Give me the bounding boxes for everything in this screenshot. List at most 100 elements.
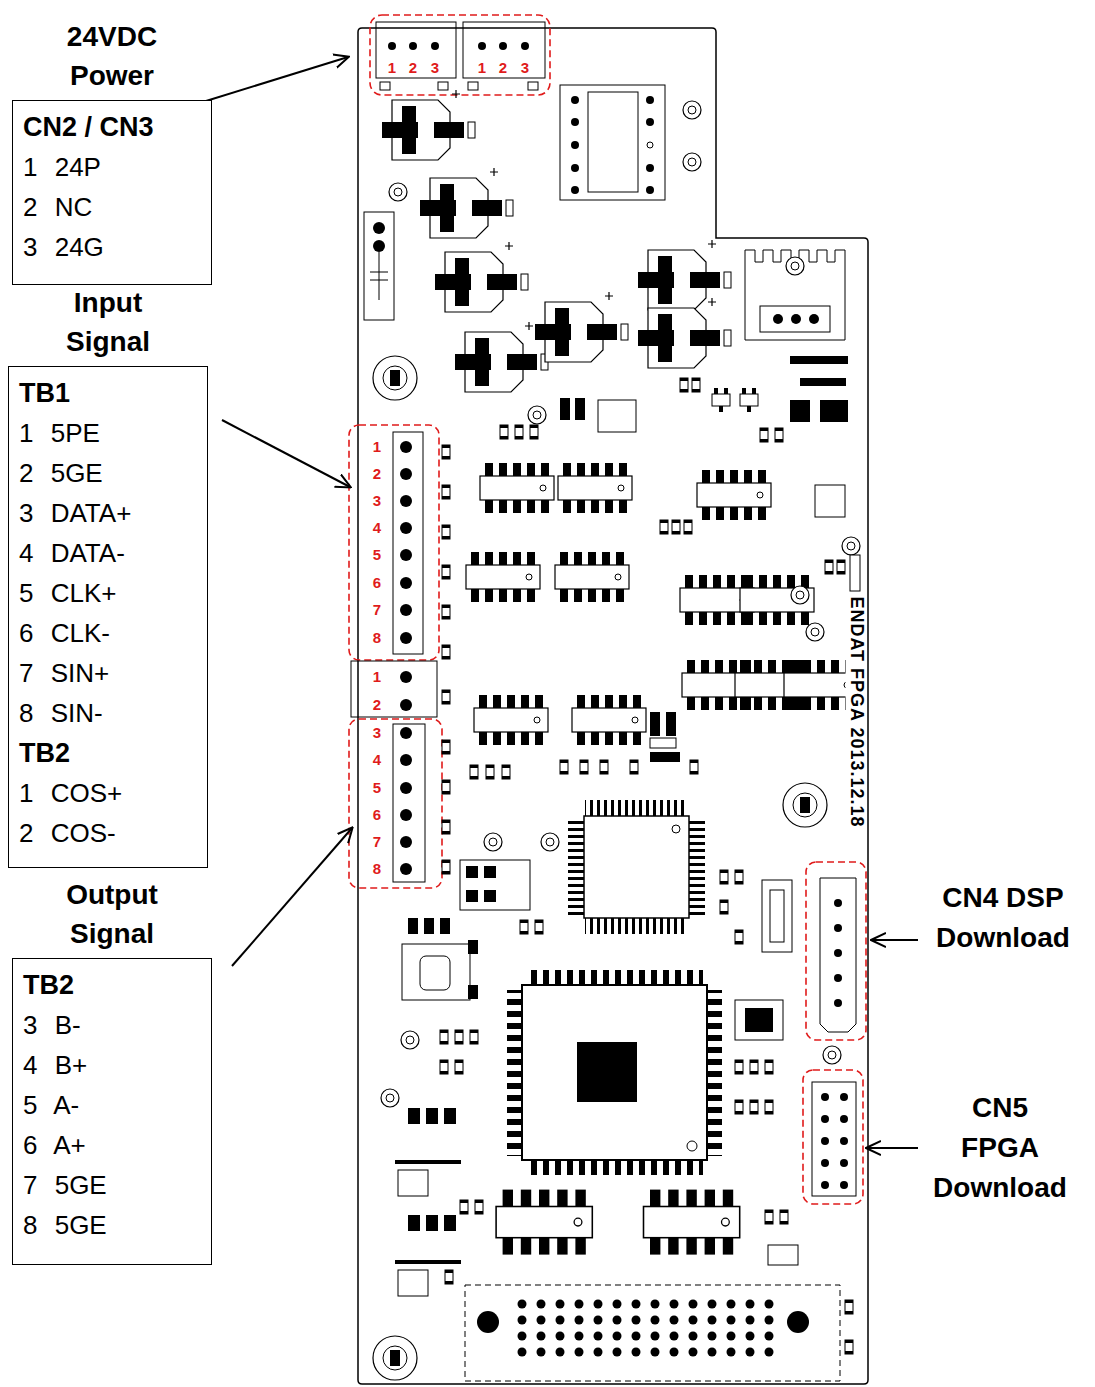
pin-number: 2	[373, 466, 381, 482]
board-graphic	[460, 860, 530, 910]
board-graphic	[585, 800, 687, 816]
board-graphic	[575, 398, 585, 420]
board-graphic	[515, 425, 523, 439]
pin-label: CN2 / CN3	[23, 107, 201, 147]
board-graphic	[689, 818, 705, 916]
board-graphic	[442, 525, 450, 539]
board-graphic	[834, 899, 842, 1007]
board-graphic	[535, 920, 543, 934]
board-graphic	[521, 42, 529, 50]
connector-callout: CN5 FPGA Download	[933, 1088, 1067, 1208]
board-graphic	[520, 920, 528, 934]
board-graphic	[426, 1108, 438, 1124]
pin-number: 1	[373, 439, 381, 455]
pin-label: 6 A+	[23, 1125, 201, 1165]
board-graphic	[444, 1108, 456, 1124]
board-graphic	[484, 833, 502, 851]
board-graphic	[500, 425, 508, 439]
board-graphic	[672, 520, 680, 534]
board-graphic	[834, 999, 842, 1007]
board-graphic	[568, 818, 584, 916]
board-graphic	[478, 42, 486, 50]
board-graphic	[496, 1190, 592, 1255]
board-graphic	[442, 740, 450, 754]
board-graphic	[468, 940, 478, 954]
pin-number: 1	[373, 669, 381, 685]
board-graphic	[821, 1159, 829, 1167]
board-graphic	[444, 1215, 456, 1231]
board-graphic	[351, 661, 437, 717]
pin-label: 7 5GE	[23, 1165, 201, 1205]
board-graphic	[773, 314, 783, 324]
board-graphic	[790, 400, 810, 422]
leader-arrow	[232, 828, 352, 966]
board-graphic	[508, 1298, 774, 1314]
leader-lines	[206, 57, 918, 1148]
group-heading: 24VDC Power	[67, 17, 157, 95]
board-graphic	[687, 1141, 697, 1151]
board-graphic	[364, 212, 394, 320]
board-graphic	[400, 836, 412, 848]
board-graphic	[400, 441, 412, 453]
board-graphic	[666, 712, 676, 736]
board-graphic	[780, 1210, 788, 1224]
board-graphic	[786, 257, 804, 275]
board-graphic	[442, 820, 450, 834]
board-graphic	[402, 944, 470, 1000]
board-graphic	[530, 425, 538, 439]
board-graphic	[783, 783, 827, 827]
board-graphic	[468, 82, 478, 90]
board-graphic	[388, 42, 396, 50]
board-graphic	[442, 860, 450, 874]
board-graphic	[445, 1270, 453, 1284]
board-graphic	[408, 918, 418, 934]
pin-label: TB1	[19, 373, 197, 413]
board-graphic	[840, 1115, 848, 1123]
board-graphic	[791, 586, 809, 604]
board-graphic	[466, 890, 478, 902]
board-graphic	[762, 880, 792, 952]
board-graphic	[684, 520, 692, 534]
board-graphic	[560, 760, 568, 774]
board-graphic	[571, 141, 579, 149]
board-graphic	[598, 400, 636, 432]
board-graphic	[455, 1030, 463, 1044]
board-graphic	[442, 445, 450, 459]
board-graphic	[349, 719, 442, 888]
board-graphic	[426, 1215, 438, 1231]
board-graphic	[393, 724, 425, 882]
board-graphic	[720, 900, 728, 914]
board-graphic	[435, 242, 528, 312]
board-graphic	[409, 42, 417, 50]
board-graphic	[440, 918, 450, 934]
pin-label: 8 5GE	[23, 1205, 201, 1245]
board-graphic	[440, 1030, 448, 1044]
pin-label: 3 DATA+	[19, 493, 197, 533]
board-graphic	[692, 378, 700, 392]
pin-label: 5 CLK+	[19, 573, 197, 613]
pin-number: 3	[521, 60, 529, 76]
board-graphic	[401, 1031, 419, 1049]
board-graphic	[834, 974, 842, 982]
board-graphic	[400, 522, 412, 534]
board-graphic	[834, 899, 842, 907]
board-graphic	[697, 470, 771, 520]
leader-arrow	[222, 420, 350, 487]
pin-label: 7 SIN+	[19, 653, 197, 693]
board-graphic	[815, 485, 845, 517]
board-graphic	[382, 90, 475, 160]
board-graphic	[400, 495, 412, 507]
board-graphic	[825, 560, 833, 574]
board-graphic	[468, 985, 478, 999]
board-graphic	[806, 862, 866, 1040]
pin-label: 1 24P	[23, 147, 201, 187]
board-graphic	[765, 1060, 773, 1074]
board-graphic	[517, 1314, 783, 1330]
board-graphic	[840, 1137, 848, 1145]
pin-number: 5	[373, 780, 381, 796]
board-graphic	[765, 1100, 773, 1114]
board-graphic	[389, 183, 407, 201]
board-graphic	[408, 1108, 420, 1124]
board-graphic	[735, 870, 743, 884]
board-graphic	[400, 441, 412, 875]
